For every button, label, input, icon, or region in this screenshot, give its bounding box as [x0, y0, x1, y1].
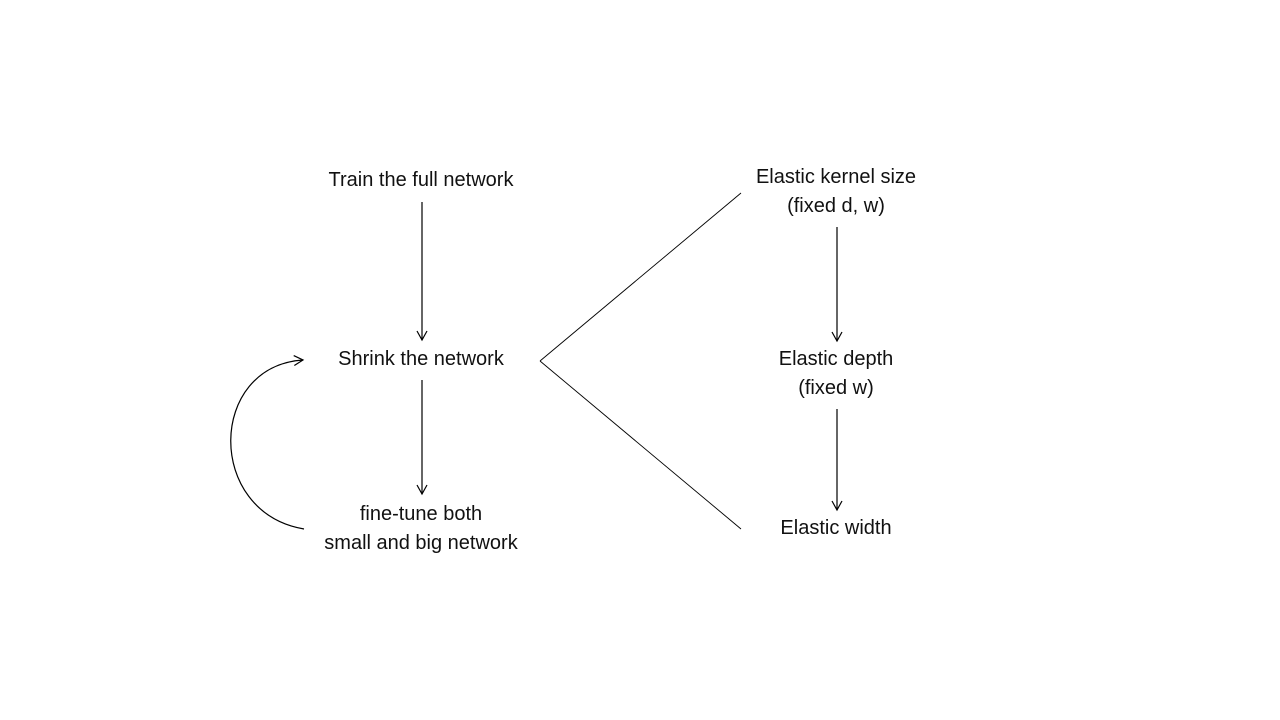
- branch-line-upper: [539, 192, 742, 362]
- node-label-line-1: Elastic depth: [778, 348, 894, 370]
- loop-arrow-finetune-to-shrink: [230, 355, 305, 530]
- node-finetune: fine-tune both small and big network: [324, 500, 517, 558]
- node-label: Train the full network: [328, 169, 514, 191]
- node-label-line-1: fine-tune both: [359, 503, 483, 525]
- node-train-full-network: Train the full network: [329, 166, 514, 195]
- node-label-line-2: small and big network: [324, 532, 518, 554]
- node-label-line-2: (fixed w): [798, 377, 874, 399]
- node-shrink-network: Shrink the network: [338, 345, 504, 374]
- node-elastic-width: Elastic width: [780, 514, 891, 543]
- node-elastic-kernel-size: Elastic kernel size (fixed d, w): [756, 163, 916, 221]
- node-elastic-depth: Elastic depth (fixed w): [779, 345, 894, 403]
- node-label: Shrink the network: [338, 348, 504, 370]
- node-label-line-1: Elastic kernel size: [755, 166, 917, 188]
- branch-line-lower: [539, 360, 742, 530]
- node-label: Elastic width: [780, 517, 892, 539]
- node-label-line-2: (fixed d, w): [787, 195, 885, 217]
